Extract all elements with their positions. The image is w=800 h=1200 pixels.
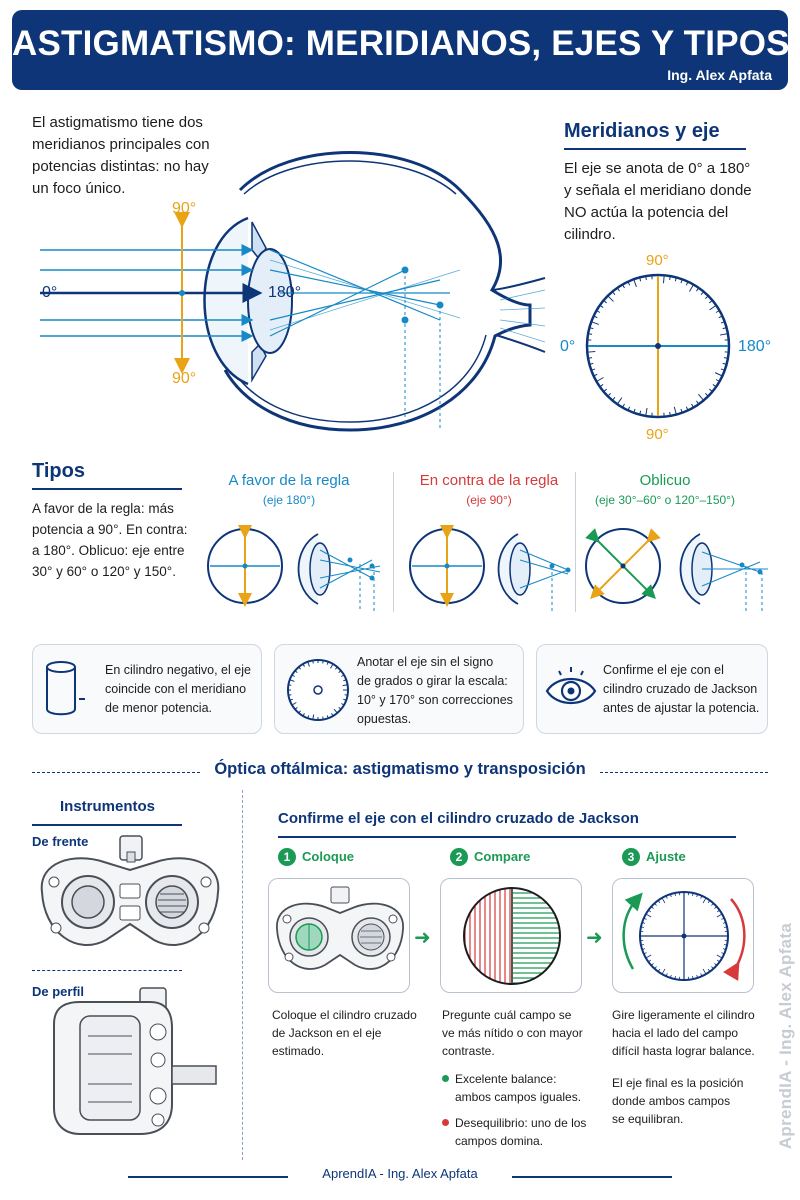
step2-label: Compare [474, 849, 531, 864]
step3-box [612, 878, 754, 993]
phoropter-side-illustration [53, 987, 217, 1135]
meridianos-text: El eje se anota de 0° a 180° y señala el… [564, 160, 752, 243]
eye-label-180: 180° [268, 284, 302, 301]
bad-dot-icon [442, 1119, 449, 1126]
type-oblicuo-title: Oblicuo [639, 472, 691, 489]
phoropter-front-illustration [40, 835, 220, 946]
header-author: Ing. Alex Apfata [667, 67, 772, 83]
side-view-label: De perfil [32, 984, 85, 999]
step-arrow-2-icon: ➜ [586, 927, 603, 949]
tipos-title: Tipos [32, 460, 85, 482]
types-divider-2 [575, 472, 576, 612]
step1-text: Coloque el cilindro cruzado de Jackson e… [272, 1008, 417, 1058]
balance-ok-item: Excelente balance: [442, 1070, 602, 1088]
jackson-title: Confirme el eje con el cilindro cruzado … [278, 810, 639, 827]
vertical-divider [242, 790, 243, 1160]
page-title: ASTIGMATISMO: MERIDIANOS, EJES Y TIPOS [12, 24, 790, 63]
dial-icon [287, 659, 349, 721]
eye-icon [545, 667, 597, 704]
type-contra-title: En contra de la regla [419, 472, 559, 489]
adjust-dial-illustration [622, 891, 746, 981]
instrumentos-divider [32, 970, 182, 971]
type-contra-sub: (eje 90°) [466, 493, 512, 507]
section-title: Óptica oftálmica: astigmatismo y transpo… [214, 760, 586, 778]
step1-box [268, 878, 410, 993]
intro-text: El astigmatismo tiene dos meridianos pri… [32, 114, 210, 197]
step2-header: 2 Compare [450, 848, 530, 866]
dial-label-top: 90° [646, 252, 669, 269]
step3-text: Gire ligeramente el cilindro hacia el la… [612, 1008, 755, 1126]
compare-fields-illustration [463, 887, 561, 985]
type-favor-sub: (eje 180°) [262, 493, 316, 507]
ok-dot-icon [442, 1075, 449, 1082]
step3-header: 3 Ajuste [622, 848, 686, 866]
info-card-jackson: Confirme el eje con el cilindro cruzado … [536, 644, 768, 734]
header-banner: ASTIGMATISMO: MERIDIANOS, EJES Y TIPOS I… [12, 10, 790, 90]
step1-number: 1 [278, 848, 296, 866]
eye-label-90-top: 90° [172, 200, 197, 217]
step3-label: Ajuste [646, 849, 686, 864]
dial-label-right: 180° [738, 338, 772, 355]
section-rule-left [32, 772, 200, 773]
eye-label-0: 0° [42, 284, 58, 301]
tipos-text: A favor de la regla: más potencia a 90°.… [32, 501, 188, 579]
balance-bad-item: Desequilibrio: uno de los [442, 1114, 602, 1132]
phoropter-jackson-illustration [276, 886, 404, 970]
footer-rule-right [512, 1176, 672, 1178]
footer-text: AprendIA - Ing. Alex Apfata [322, 1166, 478, 1181]
eye-diagram [40, 151, 546, 432]
step3-number: 3 [622, 848, 640, 866]
axis-dial [585, 273, 731, 419]
cylinder-icon [46, 661, 85, 716]
info-card-cylinder: En cilindro negativo, el eje coincide co… [32, 644, 262, 734]
step2-text: Pregunte cuál campo se ve más nítido o c… [442, 1006, 602, 1150]
instrumentos-underline [32, 824, 182, 826]
type-favor-title: A favor de la regla [228, 472, 350, 489]
types-diagrams [207, 525, 768, 612]
instrumentos-title: Instrumentos [60, 798, 156, 815]
step2-number: 2 [450, 848, 468, 866]
step1-label: Coloque [302, 849, 354, 864]
meridianos-title: Meridianos y eje [564, 120, 720, 142]
front-view-label: De frente [32, 834, 89, 849]
eye-label-90-bottom: 90° [172, 370, 197, 387]
step2-box [440, 878, 582, 993]
meridianos-underline [564, 148, 746, 150]
type-oblicuo-sub: (eje 30°–60° o 120°–150°) [595, 493, 735, 507]
info-card-axis: Anotar el eje sin el signo de grados o g… [274, 644, 524, 734]
footer-rule-left [128, 1176, 288, 1178]
section-rule-right [600, 772, 768, 773]
step1-header: 1 Coloque [278, 848, 354, 866]
step-arrow-1-icon: ➜ [414, 927, 431, 949]
dial-label-bottom: 90° [646, 426, 669, 443]
types-divider-1 [393, 472, 394, 612]
vertical-watermark: AprendIA - Ing. Alex Apfata [776, 922, 795, 1150]
jackson-underline [278, 836, 736, 838]
dial-label-left: 0° [560, 338, 576, 355]
tipos-underline [32, 488, 182, 490]
